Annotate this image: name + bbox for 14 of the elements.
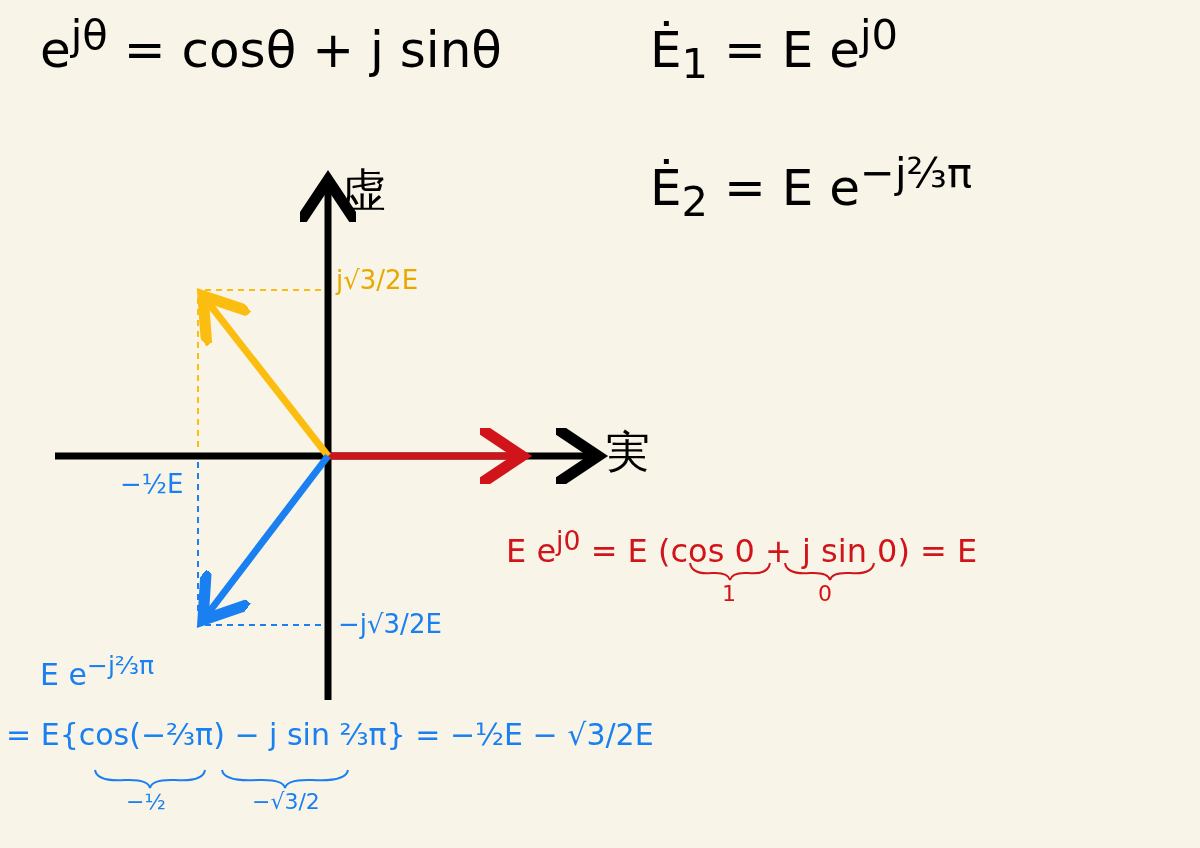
formula-text: Ė$_{2}$ = E e$^{−j⅔π}$: [650, 150, 972, 225]
component-label: −j√3/2E: [338, 610, 442, 639]
brace-value: −½: [126, 790, 166, 815]
formula-text: Ė$_{1}$ = E e$^{j0}$: [650, 12, 899, 87]
formula-text: = E{cos(−⅔π) − j sin ⅔π} = −½E − √3/2E: [6, 718, 654, 751]
formula-text: E e$^{−j⅔π}$: [40, 652, 155, 691]
formula-text: E e$^{j0}$ = E (cos 0 + j sin 0) = E: [506, 526, 978, 569]
axis-label: 実: [606, 428, 650, 477]
brace-value: 1: [722, 582, 736, 607]
component-label: −½E: [120, 470, 184, 499]
brace-value: −√3/2: [252, 790, 320, 815]
component-label: j√3/2E: [336, 266, 419, 295]
brace-value: 0: [818, 582, 832, 607]
formula-text: e$^{jθ}$ = cosθ + j sinθ: [40, 12, 502, 78]
